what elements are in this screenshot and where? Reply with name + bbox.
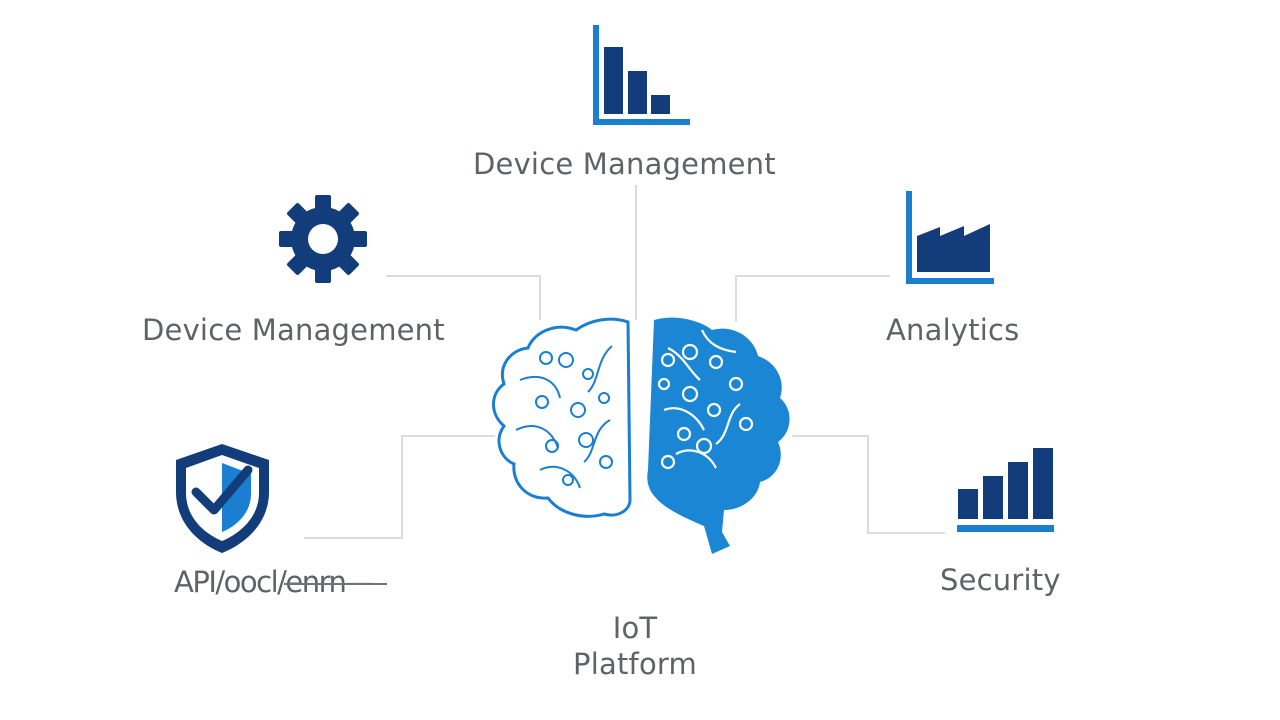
label-analytics: Analytics <box>886 313 1020 347</box>
connector-lower-right <box>792 435 945 534</box>
brain-circuit-icon <box>492 317 790 554</box>
connector-lines <box>304 185 945 539</box>
ascending-bars-icon <box>957 448 1054 532</box>
label-api: API/oocl/enrn— <box>174 565 387 599</box>
shield-check-icon <box>176 444 269 553</box>
connector-left <box>386 275 541 320</box>
label-device-management-left: Device Management <box>142 313 445 347</box>
connector-lower-left <box>304 435 495 539</box>
label-iot: IoT <box>612 611 658 645</box>
gear-icon <box>279 195 367 283</box>
label-iot-platform: IoT Platform <box>535 610 735 682</box>
bar-chart-icon <box>593 25 690 125</box>
label-device-management-top: Device Management <box>473 147 776 181</box>
label-platform: Platform <box>573 647 697 681</box>
connector-right <box>735 275 890 322</box>
factory-icon <box>906 191 994 284</box>
label-security: Security <box>940 563 1061 597</box>
